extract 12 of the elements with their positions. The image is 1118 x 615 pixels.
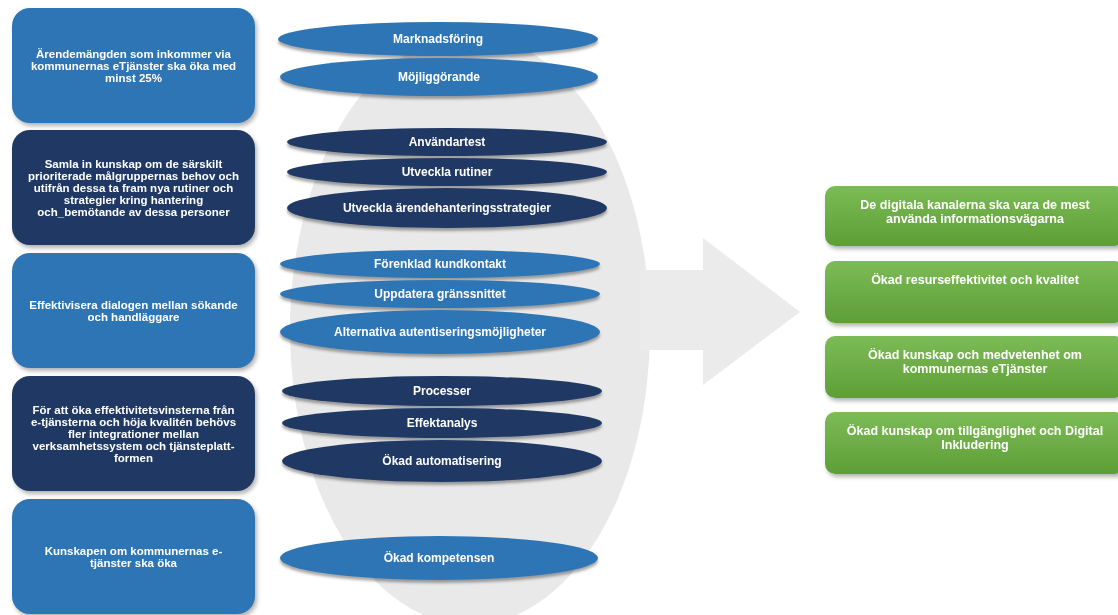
outcome-box: Ökad kunskap om tillgänglighet och Digital Inkludering [825,412,1118,474]
goal-box: För att öka effektivitetsvinsterna från e-tjänsterna och höja kvalitén behövs fler integrationer mellan verksamhetssystem och tjänsteplatt-formen [12,376,255,491]
outcome-box: Ökad resurseffektivitet och kvalitet [825,261,1118,323]
goal-box: Kunskapen om kommunernas e-tjänster ska öka [12,499,255,614]
outcome-box: Ökad kunskap och medvetenhet om kommunernas eTjänster [825,336,1118,398]
activity-ellipse: Ökad kompetensen [280,536,598,580]
outcome-box: De digitala kanalerna ska vara de mest använda informationsvägarna [825,186,1118,246]
activity-ellipse: Marknadsföring [278,22,598,56]
activity-ellipse: Möjliggörande [280,58,598,96]
goal-box: Effektivisera dialogen mellan sökande och handläggare [12,253,255,368]
goal-box: Ärendemängden som inkommer via kommunernas eTjänster ska öka med minst 25% [12,8,255,123]
goal-box: Samla in kunskap om de särskilt prioriterade målgruppernas behov och utifrån dessa ta fram nya rutiner och strategier kring hantering och_bemötande av dessa personer [12,130,255,245]
